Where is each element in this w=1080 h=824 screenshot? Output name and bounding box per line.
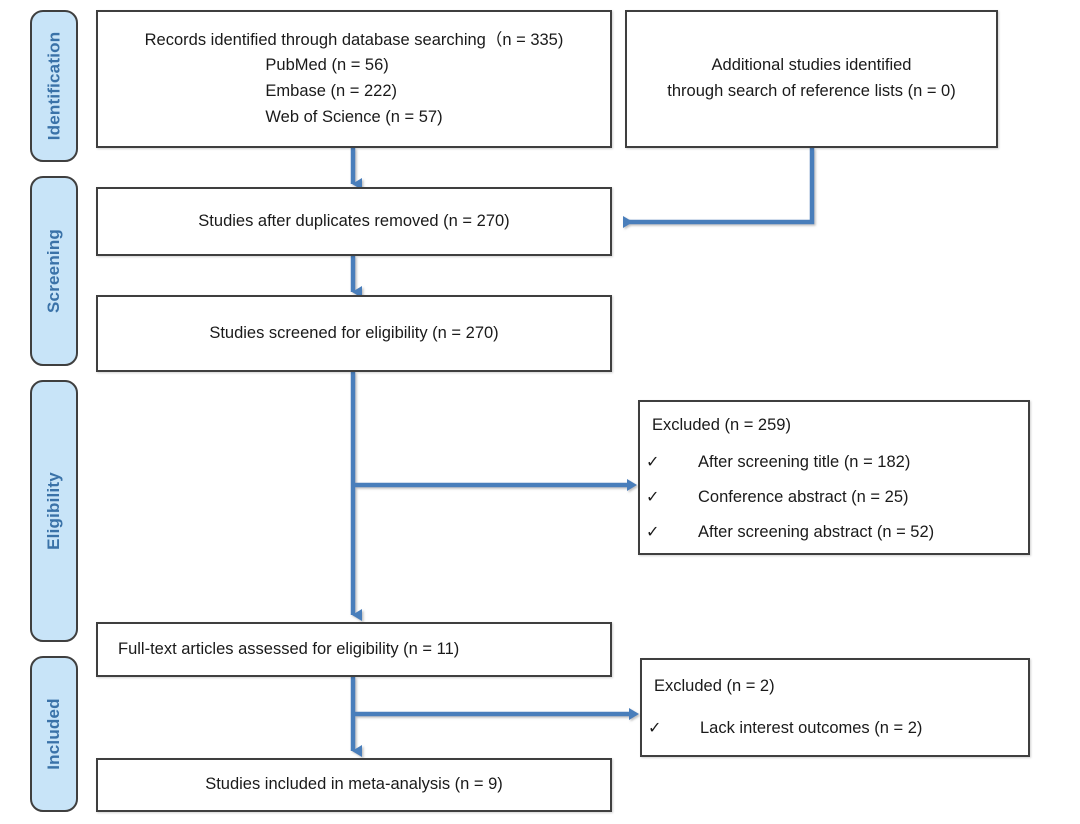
- records-identified-content: Records identified through database sear…: [98, 28, 610, 130]
- box-full-text-assessed: Full-text articles assessed for eligibil…: [96, 622, 612, 677]
- excluded-screening-heading: Excluded (n = 259): [652, 416, 791, 434]
- excluded-screening-reason-3: ✓ After screening abstract (n = 52): [640, 522, 1028, 542]
- included-final-text: Studies included in meta-analysis (n = 9…: [205, 775, 503, 794]
- sidebar-item-included[interactable]: Included: [30, 656, 78, 812]
- excluded-fulltext-reason-1-label: Lack interest outcomes (n = 2): [700, 718, 923, 737]
- excluded-fulltext-reason-1: ✓ Lack interest outcomes (n = 2): [642, 718, 1028, 738]
- records-identified-heading: Records identified through database sear…: [144, 30, 564, 49]
- phase-label-screening: Screening: [44, 229, 63, 313]
- duplicates-removed-text: Studies after duplicates removed (n = 27…: [198, 211, 510, 230]
- excluded-screening-reason-2-label: Conference abstract (n = 25): [698, 487, 909, 506]
- records-source-web-of-science: Web of Science (n = 57): [265, 107, 443, 126]
- check-icon: ✓: [648, 720, 662, 737]
- records-source-pubmed: PubMed (n = 56): [265, 56, 389, 75]
- box-included-final: Studies included in meta-analysis (n = 9…: [96, 758, 612, 812]
- box-additional-studies: Additional studies identified through se…: [625, 10, 998, 148]
- excluded-fulltext-heading: Excluded (n = 2): [654, 677, 775, 695]
- excluded-screening-reason-1-label: After screening title (n = 182): [698, 452, 911, 471]
- additional-studies-content: Additional studies identified through se…: [627, 53, 996, 104]
- studies-screened-text: Studies screened for eligibility (n = 27…: [209, 323, 499, 342]
- check-icon: ✓: [646, 524, 660, 541]
- excluded-screening-reason-1: ✓ After screening title (n = 182): [640, 452, 1028, 472]
- records-source-embase: Embase (n = 222): [265, 82, 398, 100]
- sidebar-item-eligibility[interactable]: Eligibility: [30, 380, 78, 642]
- check-icon: ✓: [646, 489, 660, 506]
- excluded-screening-reason-3-label: After screening abstract (n = 52): [698, 522, 935, 541]
- full-text-assessed-text: Full-text articles assessed for eligibil…: [118, 639, 460, 658]
- arrow-additional-to-duplicates: [623, 148, 815, 228]
- phase-label-eligibility: Eligibility: [44, 472, 64, 550]
- box-studies-screened: Studies screened for eligibility (n = 27…: [96, 295, 612, 372]
- sidebar-item-identification[interactable]: Identification: [30, 10, 78, 162]
- check-icon: ✓: [646, 454, 660, 471]
- additional-studies-line-2: through search of reference lists (n = 0…: [667, 82, 956, 100]
- sidebar-item-screening[interactable]: Screening: [30, 176, 78, 366]
- box-excluded-screening: Excluded (n = 259) ✓ After screening tit…: [638, 400, 1030, 555]
- additional-studies-line-1: Additional studies identified: [711, 56, 912, 75]
- excluded-screening-reason-2: ✓ Conference abstract (n = 25): [640, 487, 1028, 507]
- phase-label-included: Included: [44, 698, 63, 770]
- box-excluded-fulltext: Excluded (n = 2) ✓ Lack interest outcome…: [640, 658, 1030, 757]
- box-duplicates-removed: Studies after duplicates removed (n = 27…: [96, 187, 612, 256]
- box-records-identified: Records identified through database sear…: [96, 10, 612, 148]
- phase-label-identification: Identification: [44, 31, 64, 141]
